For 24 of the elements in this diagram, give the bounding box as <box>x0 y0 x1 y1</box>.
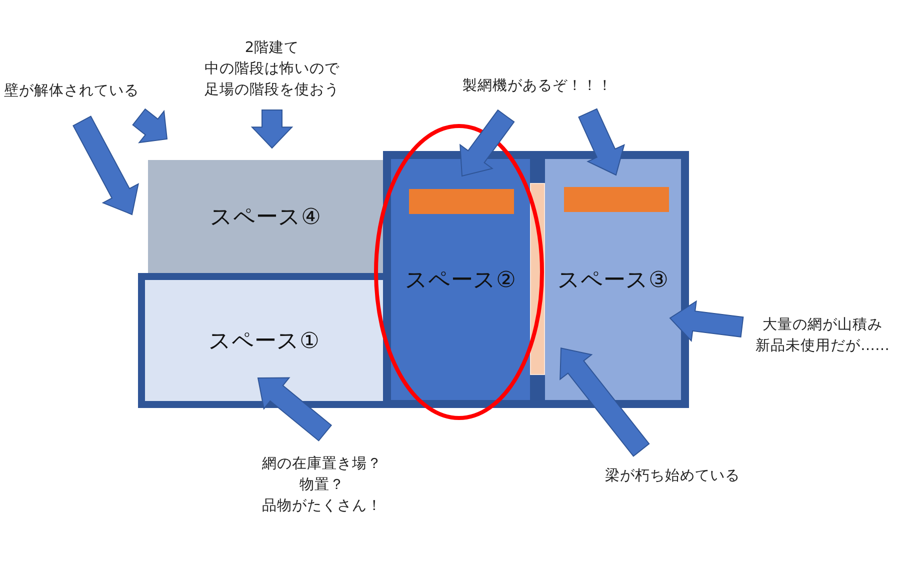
note-text: 大量の網が山積み新品未使用だが…… <box>750 315 895 357</box>
note-text: 梁が朽ち始めている <box>605 466 770 487</box>
block-arrow <box>250 110 294 149</box>
note-text: 壁が解体されている <box>4 81 164 102</box>
room-label: スペース② <box>405 266 516 294</box>
block-arrow <box>72 116 139 216</box>
block-arrow <box>460 109 515 177</box>
machine-block <box>564 187 669 212</box>
note-text: 製網機があるぞ！！！ <box>445 76 630 97</box>
note-text: 2階建て中の階段は怖いので足場の階段を使おう <box>197 38 347 101</box>
room-label: スペース③ <box>558 266 668 294</box>
room-box <box>545 151 689 408</box>
room-box <box>383 151 530 408</box>
block-arrow <box>257 377 332 442</box>
room-box <box>138 273 383 408</box>
note-text: 網の在庫置き場？物置？品物がたくさん！ <box>252 454 392 517</box>
block-arrow <box>578 108 625 176</box>
machine-block <box>409 189 514 214</box>
room-label: スペース④ <box>210 204 321 232</box>
block-arrow <box>560 347 650 457</box>
room-label: スペース① <box>208 328 320 356</box>
block-arrow <box>132 108 168 144</box>
block-arrow <box>669 300 744 342</box>
room-box <box>148 160 383 273</box>
